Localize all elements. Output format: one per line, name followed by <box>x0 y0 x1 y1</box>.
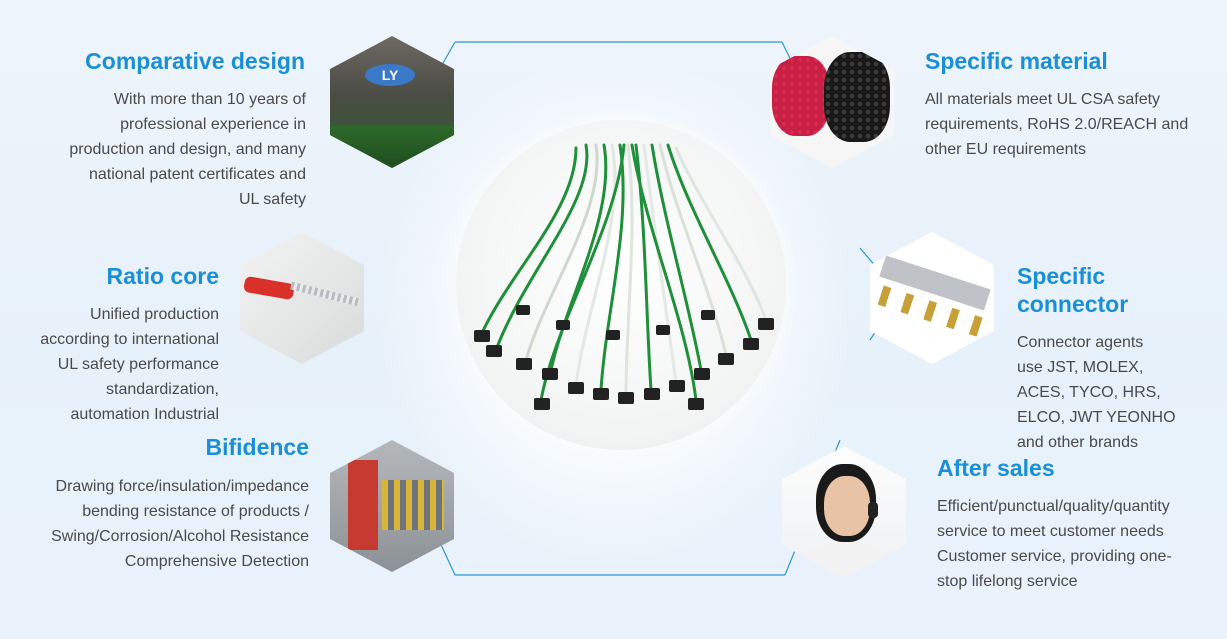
after-sales-title: After sales <box>937 455 1055 481</box>
text-line: bending resistance of products / <box>82 503 309 520</box>
red-granules <box>772 56 830 136</box>
text-line: Efficient/punctual/quality/quantity <box>937 498 1170 515</box>
bifidence-title: Bifidence <box>205 434 309 460</box>
text-line: ELCO, JWT YEONHO <box>1017 409 1176 426</box>
wire-harness-drawing <box>474 143 774 410</box>
agent-face <box>824 476 870 536</box>
headset-icon <box>868 502 878 518</box>
text-line: automation Industrial <box>70 406 219 423</box>
text-line: Customer service, providing one- <box>937 548 1172 565</box>
title-line: Specific <box>1017 263 1106 289</box>
plastic-granules-hexagon-image <box>770 36 894 168</box>
bifidence-text: Drawing force/insulation/impedance bendi… <box>51 474 309 574</box>
text-line: stop lifelong service <box>937 573 1078 590</box>
text-line: UL safety performance <box>57 356 219 373</box>
specific-material-title: Specific material <box>925 48 1108 74</box>
text-line: ACES, TYCO, HRS, <box>1017 384 1161 401</box>
text-line: Drawing force/insulation/impedance <box>55 478 309 495</box>
title-line: connector <box>1017 291 1129 317</box>
text-line: Comprehensive Detection <box>124 553 309 570</box>
ly-logo: LY <box>365 64 415 86</box>
copper-strands <box>290 281 360 307</box>
comparative-design-title: Comparative design <box>85 48 305 74</box>
text-line: With more than 10 years of <box>113 91 306 108</box>
ratio-core-text: Unified production according to internat… <box>40 302 219 427</box>
machine-test-fixtures <box>382 480 444 530</box>
specific-connector-text: Connector agents use JST, MOLEX, ACES, T… <box>1017 330 1176 455</box>
text-line: national patent certificates and <box>88 166 306 183</box>
text-line: Connector agents <box>1017 334 1144 351</box>
text-line: other EU requirements <box>925 141 1086 158</box>
text-line: professional experience in <box>120 116 306 133</box>
specific-material-text: All materials meet UL CSA safety require… <box>925 87 1188 162</box>
comparative-design-text: With more than 10 years of professional … <box>69 87 306 212</box>
ratio-core-title: Ratio core <box>106 263 219 289</box>
customer-service-hexagon-image <box>782 446 906 578</box>
text-line: UL safety <box>239 191 306 208</box>
text-line: according to international <box>40 331 219 348</box>
text-line: Swing/Corrosion/Alcohol Resistance <box>51 528 309 545</box>
black-granules <box>824 52 890 142</box>
red-cable-jacket <box>242 275 296 301</box>
specific-connector-title: Specific connector <box>1017 262 1128 318</box>
machine-red-panel <box>348 460 378 550</box>
text-line: requirements, RoHS 2.0/REACH and <box>925 116 1189 133</box>
wire-harness-image <box>456 120 786 450</box>
text-line: Unified production <box>90 306 219 323</box>
text-line: use JST, MOLEX, <box>1017 359 1144 376</box>
text-line: and other brands <box>1017 434 1138 451</box>
terminal-strip-hexagon-image <box>870 232 994 364</box>
text-line: service to meet customer needs <box>937 523 1164 540</box>
text-line: standardization, <box>106 381 219 398</box>
text-line: All materials meet UL CSA safety <box>925 91 1161 108</box>
after-sales-text: Efficient/punctual/quality/quantity serv… <box>937 494 1172 594</box>
text-line: production and design, and many <box>69 141 306 158</box>
